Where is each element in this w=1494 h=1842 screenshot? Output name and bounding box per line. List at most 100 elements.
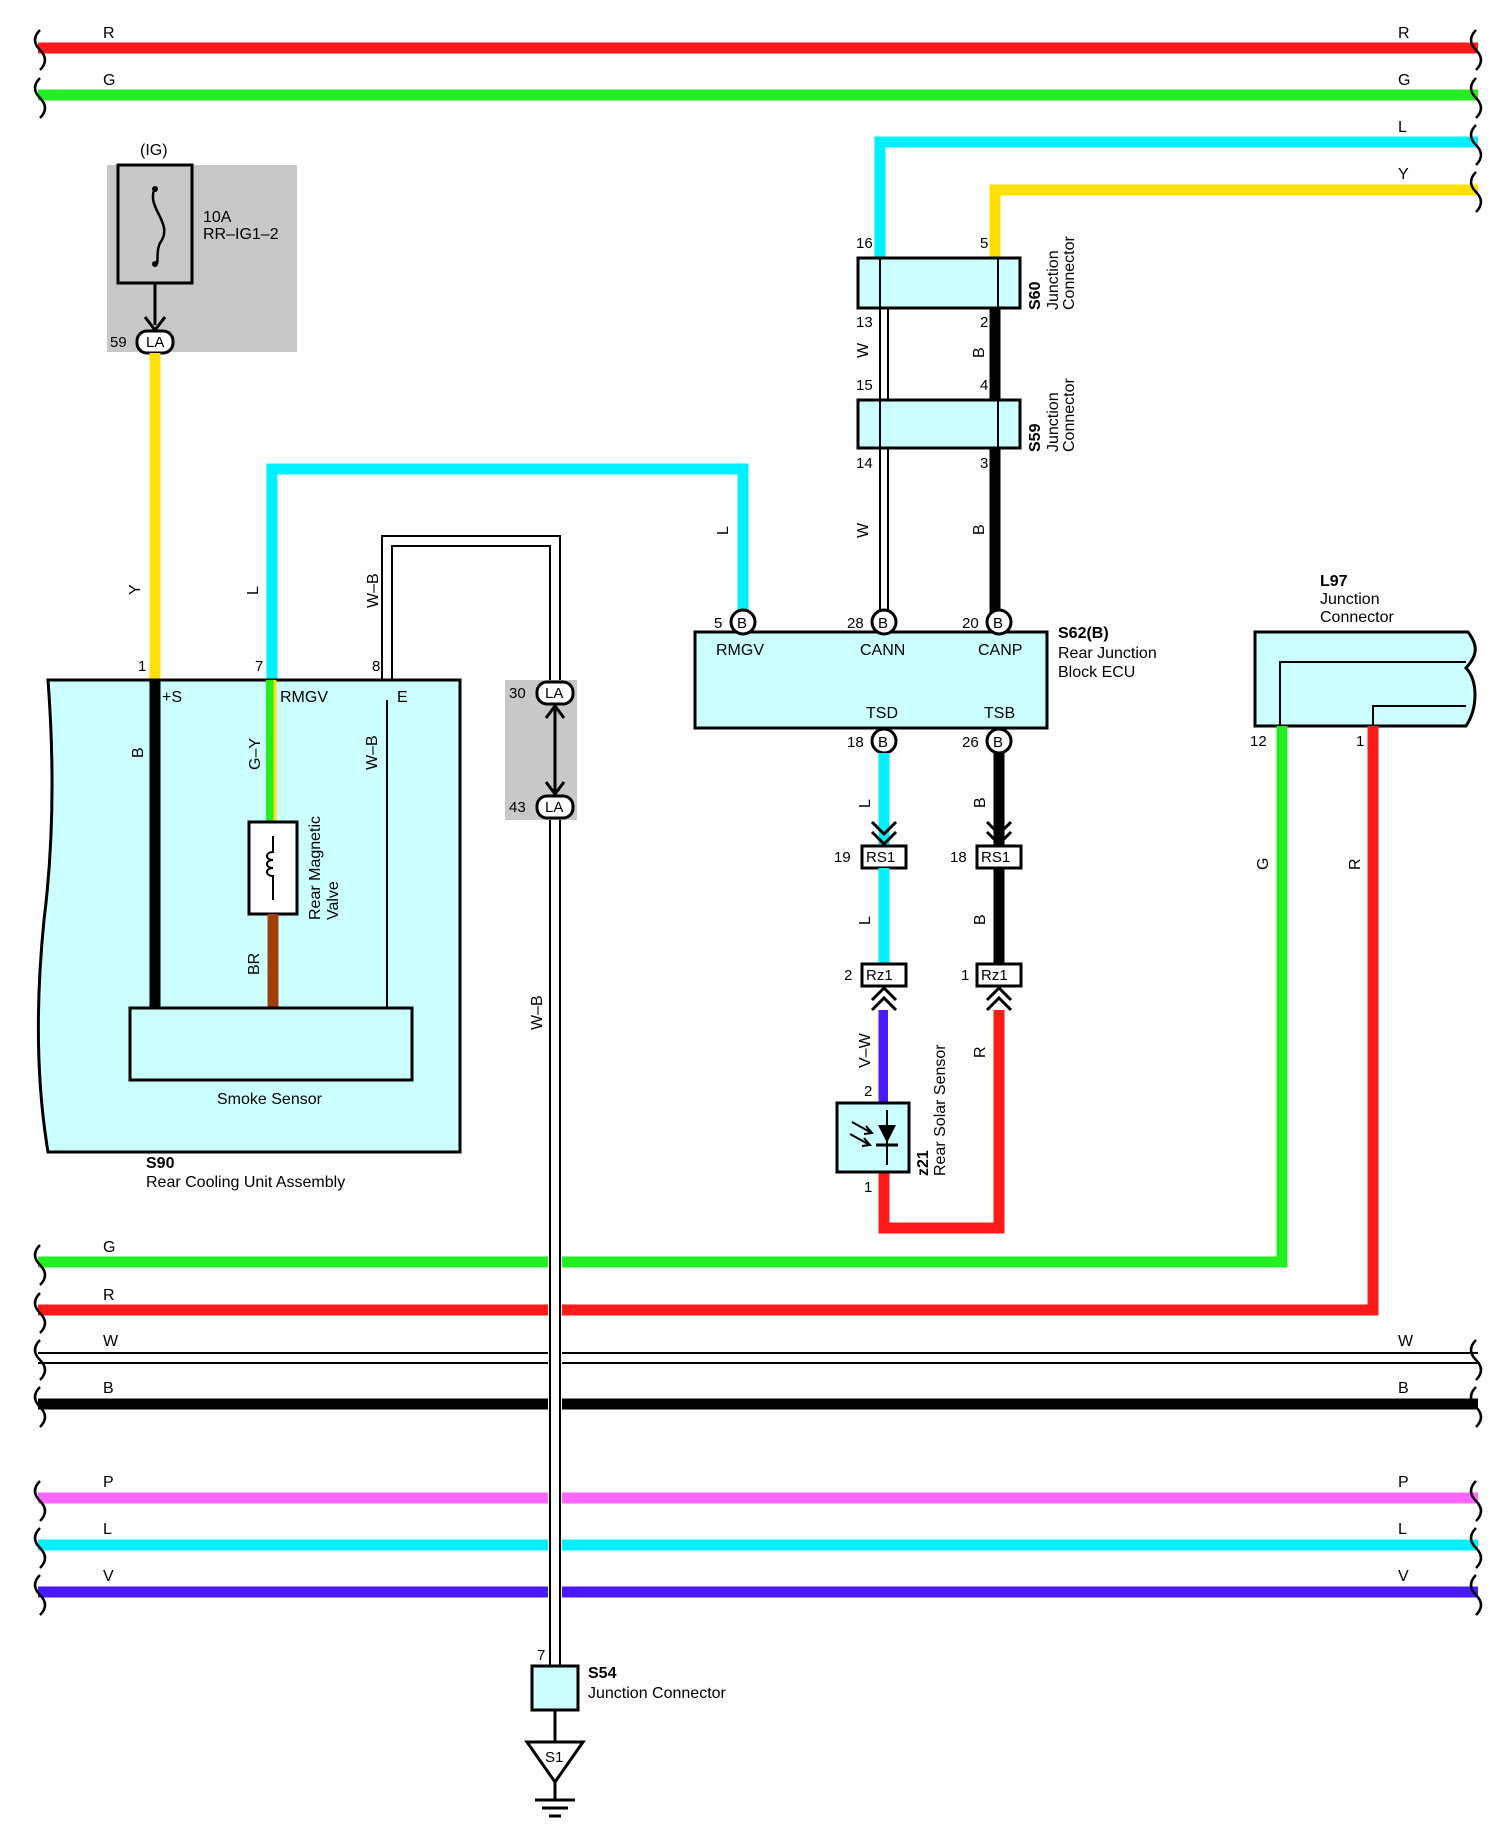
- s60-id: S60: [1027, 281, 1044, 310]
- terminal-pin: 8: [372, 658, 380, 675]
- s62-id: S62(B): [1058, 625, 1109, 642]
- wire-label: W: [855, 522, 872, 538]
- wire-label: B: [972, 914, 989, 925]
- wire-rz1-return-r: [878, 1010, 1005, 1234]
- terminal-name: CANN: [860, 642, 905, 659]
- z21-name: Rear Solar Sensor: [932, 1044, 949, 1176]
- conn-code: B: [993, 734, 1003, 751]
- bus-label-right: B: [1398, 1380, 1409, 1397]
- conn-code: B: [878, 734, 888, 751]
- pin: 7: [537, 1647, 545, 1664]
- smoke-sensor-label: Smoke Sensor: [217, 1091, 323, 1108]
- wire-label: L: [245, 586, 262, 595]
- bottom-bus-w: W W: [38, 1333, 1478, 1364]
- wire-label: R: [972, 1046, 989, 1058]
- bus-label-left: P: [103, 1474, 114, 1491]
- wire-label: V–W: [857, 1032, 874, 1068]
- bus-label-left: B: [103, 1380, 114, 1397]
- bus-label-right: R: [1398, 25, 1410, 42]
- s90-rear-cooling-unit: 1 +S 7 RMGV 8 E B G–Y Rear Magnetic Valv…: [36, 658, 462, 1191]
- wire-label: W–B: [365, 573, 382, 608]
- s54-junction-connector: 7 S54 Junction Connector: [530, 1647, 727, 1712]
- bus-label-left: G: [103, 1239, 115, 1256]
- ground-icon: S1: [524, 1740, 586, 1818]
- wire-label: BR: [246, 953, 263, 975]
- break-marks-top: [33, 29, 1483, 119]
- valve-label-2: Valve: [325, 881, 342, 920]
- pin: 4: [980, 377, 988, 394]
- connector-code: LA: [146, 334, 164, 351]
- terminal-name: TSB: [984, 705, 1015, 722]
- l97-name-2: Connector: [1320, 609, 1394, 626]
- pin: 15: [856, 377, 873, 394]
- wire-l97-r: [38, 726, 1379, 1316]
- connector-code: LA: [545, 799, 563, 816]
- bottom-bus-b: B B: [38, 1380, 1478, 1410]
- wire-label: Y: [127, 584, 144, 595]
- pin: 2: [844, 967, 852, 984]
- bus-label-right: V: [1398, 1568, 1409, 1585]
- top-bus-r: R R: [38, 25, 1478, 54]
- terminal-name: +S: [162, 689, 182, 706]
- right-bus-l: L: [874, 119, 1478, 258]
- wire-ground-wb-over: [548, 1240, 562, 1666]
- wire-ground-wb: [381, 535, 561, 1666]
- bus-label-left: G: [103, 72, 115, 89]
- l97-junction-connector: L97 Junction Connector 12 1: [1250, 573, 1477, 750]
- connector-code: RS1: [866, 849, 895, 866]
- connector-code: LA: [545, 685, 563, 702]
- bus-label-right: P: [1398, 1474, 1409, 1491]
- s59-id: S59: [1027, 423, 1044, 452]
- top-bus-g: G G: [38, 72, 1478, 101]
- s54-id: S54: [588, 1665, 617, 1682]
- pin-bottom: 43: [509, 799, 526, 816]
- wire-label: L: [857, 916, 874, 925]
- bus-label-right: L: [1398, 1521, 1407, 1538]
- right-bus-y: Y: [989, 166, 1478, 258]
- pin: 1: [864, 1179, 872, 1196]
- wire-label: W: [855, 342, 872, 358]
- pin: 5: [980, 235, 988, 252]
- conn-code: B: [737, 615, 747, 632]
- conn-code: B: [993, 615, 1003, 632]
- wire-l97-g: [38, 726, 1288, 1268]
- pin: 2: [864, 1083, 872, 1100]
- pin: 18: [950, 849, 967, 866]
- l97-name-1: Junction: [1320, 591, 1380, 608]
- bottom-bus-r: R: [103, 1287, 115, 1304]
- s62-name-2: Block ECU: [1058, 664, 1135, 681]
- wire-label: B: [130, 747, 147, 758]
- pin: 19: [834, 849, 851, 866]
- bus-label-left: V: [103, 1568, 114, 1585]
- wire-label: L: [857, 799, 874, 808]
- break-marks-right: [1469, 124, 1483, 213]
- fuse-pin: 59: [110, 334, 127, 351]
- bottom-bus-g: G: [103, 1239, 115, 1256]
- bottom-bus-p: P P: [38, 1474, 1478, 1504]
- bus-label-left: L: [103, 1521, 112, 1538]
- pin: 14: [856, 455, 873, 472]
- connector-code: Rz1: [981, 967, 1008, 984]
- rs1-connector: RS1 19 RS1 18: [834, 844, 1023, 870]
- terminal-name: RMGV: [280, 689, 328, 706]
- fuse-rating: 10A: [203, 209, 232, 226]
- bus-label-left: W: [103, 1333, 119, 1350]
- s59-junction-connector: 15 4 14 3 S59 Junction Connector: [856, 377, 1078, 472]
- pin: 1: [961, 967, 969, 984]
- pin: 12: [1250, 733, 1267, 750]
- s60-name-2: Connector: [1061, 236, 1078, 310]
- pin: 2: [980, 314, 988, 331]
- wire-label: G: [1255, 858, 1272, 870]
- s62-rear-junction-block-ecu: RMGV CANN CANP TSD TSB B 5 B 28 B 20 B 1…: [693, 608, 1157, 755]
- s90-id: S90: [146, 1155, 175, 1172]
- bus-label-right: W: [1398, 1333, 1414, 1350]
- smoke-sensor: [128, 1006, 414, 1082]
- bottom-bus-v: V V: [38, 1568, 1478, 1598]
- connector-code: Rz1: [866, 967, 893, 984]
- bottom-bus-l: L L: [38, 1521, 1478, 1551]
- l97-id: L97: [1320, 573, 1348, 590]
- fuse-block: (IG) 10A RR–IG1–2 LA 59: [107, 142, 297, 355]
- la-passthrough-connector: LA 30 LA 43: [505, 680, 577, 820]
- wire-label: B: [972, 797, 989, 808]
- wire-label: R: [1347, 858, 1364, 870]
